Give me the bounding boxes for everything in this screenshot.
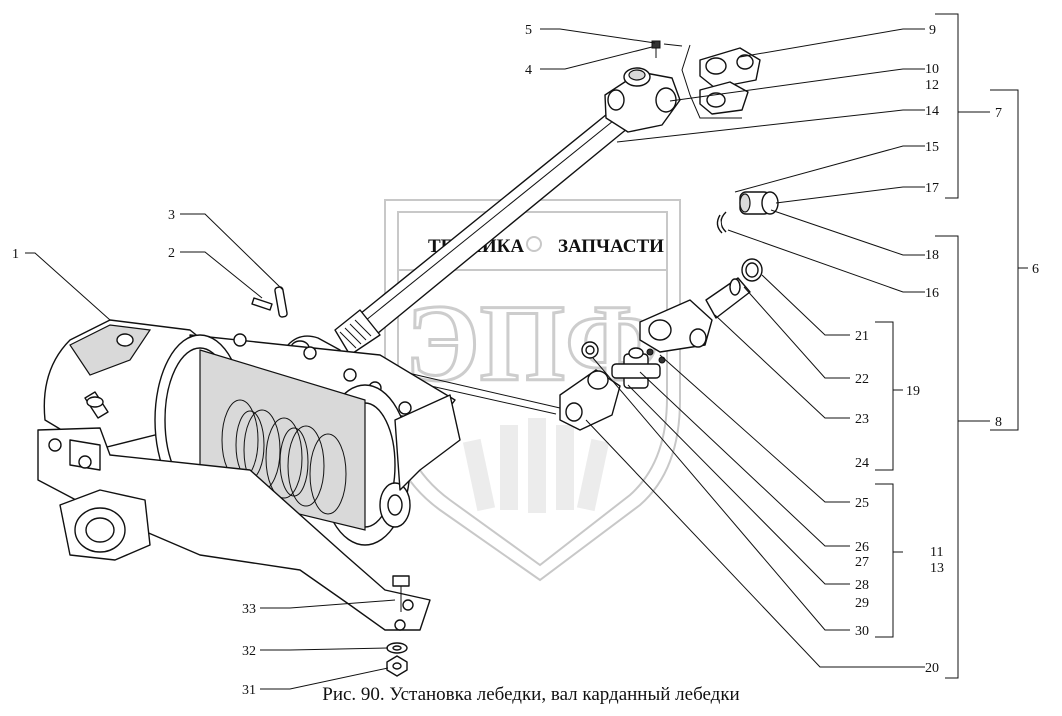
label-2: 2 bbox=[168, 246, 175, 261]
label-3: 3 bbox=[168, 208, 175, 223]
lower-cardan-parts bbox=[394, 258, 763, 431]
watermark-wheat-icon bbox=[462, 418, 610, 513]
label-22: 22 bbox=[855, 372, 869, 387]
watermark-shield: ТЕХНИКА ЗАПЧАСТИ ЭПФ bbox=[384, 199, 681, 582]
label-20: 20 bbox=[925, 661, 939, 676]
cross-spider bbox=[611, 347, 661, 389]
label-16: 16 bbox=[925, 286, 939, 301]
label-30: 30 bbox=[855, 624, 869, 639]
pin-and-cotter bbox=[251, 286, 288, 318]
label-17: 17 bbox=[925, 181, 939, 196]
label-15: 15 bbox=[925, 140, 939, 155]
label-21: 21 bbox=[855, 329, 869, 344]
label-5: 5 bbox=[525, 23, 532, 38]
exploded-top-joint bbox=[681, 44, 761, 119]
label-8: 8 bbox=[995, 415, 1002, 430]
label-24: 24 bbox=[855, 456, 869, 471]
watermark-big-letters: ЭПФ bbox=[405, 282, 660, 404]
label-32: 32 bbox=[242, 644, 256, 659]
gear-icon bbox=[526, 236, 542, 252]
label-10: 10 bbox=[925, 62, 939, 77]
watermark-text-right: ЗАПЧАСТИ bbox=[558, 236, 664, 257]
winch-body bbox=[37, 319, 461, 677]
label-7: 7 bbox=[995, 106, 1002, 121]
grease-fitting bbox=[651, 40, 683, 58]
plug-and-ring bbox=[716, 191, 779, 234]
label-14: 14 bbox=[925, 104, 939, 119]
top-yoke-assembly bbox=[604, 67, 681, 133]
label-11: 11 bbox=[930, 545, 943, 560]
label-12: 12 bbox=[925, 78, 939, 93]
leader-lines bbox=[25, 28, 925, 690]
label-25: 25 bbox=[855, 496, 869, 511]
label-28: 28 bbox=[855, 578, 869, 593]
label-23: 23 bbox=[855, 412, 869, 427]
label-13: 13 bbox=[930, 561, 944, 576]
label-29: 29 bbox=[855, 596, 869, 611]
shaft-spline bbox=[339, 319, 372, 349]
figure-caption: Рис. 90. Установка лебедки, вал карданны… bbox=[322, 684, 740, 705]
brackets bbox=[875, 13, 1028, 679]
label-26: 26 bbox=[855, 540, 869, 555]
label-19: 19 bbox=[906, 384, 920, 399]
label-31: 31 bbox=[242, 683, 256, 698]
label-18: 18 bbox=[925, 248, 939, 263]
label-6: 6 bbox=[1032, 262, 1039, 277]
label-9: 9 bbox=[929, 23, 936, 38]
label-33: 33 bbox=[242, 602, 256, 617]
label-4: 4 bbox=[525, 63, 532, 78]
part-labels: 1 2 3 4 5 6 7 8 9 10 11 12 13 14 15 16 1… bbox=[12, 23, 1039, 698]
label-27: 27 bbox=[855, 555, 869, 570]
label-1: 1 bbox=[12, 247, 19, 262]
